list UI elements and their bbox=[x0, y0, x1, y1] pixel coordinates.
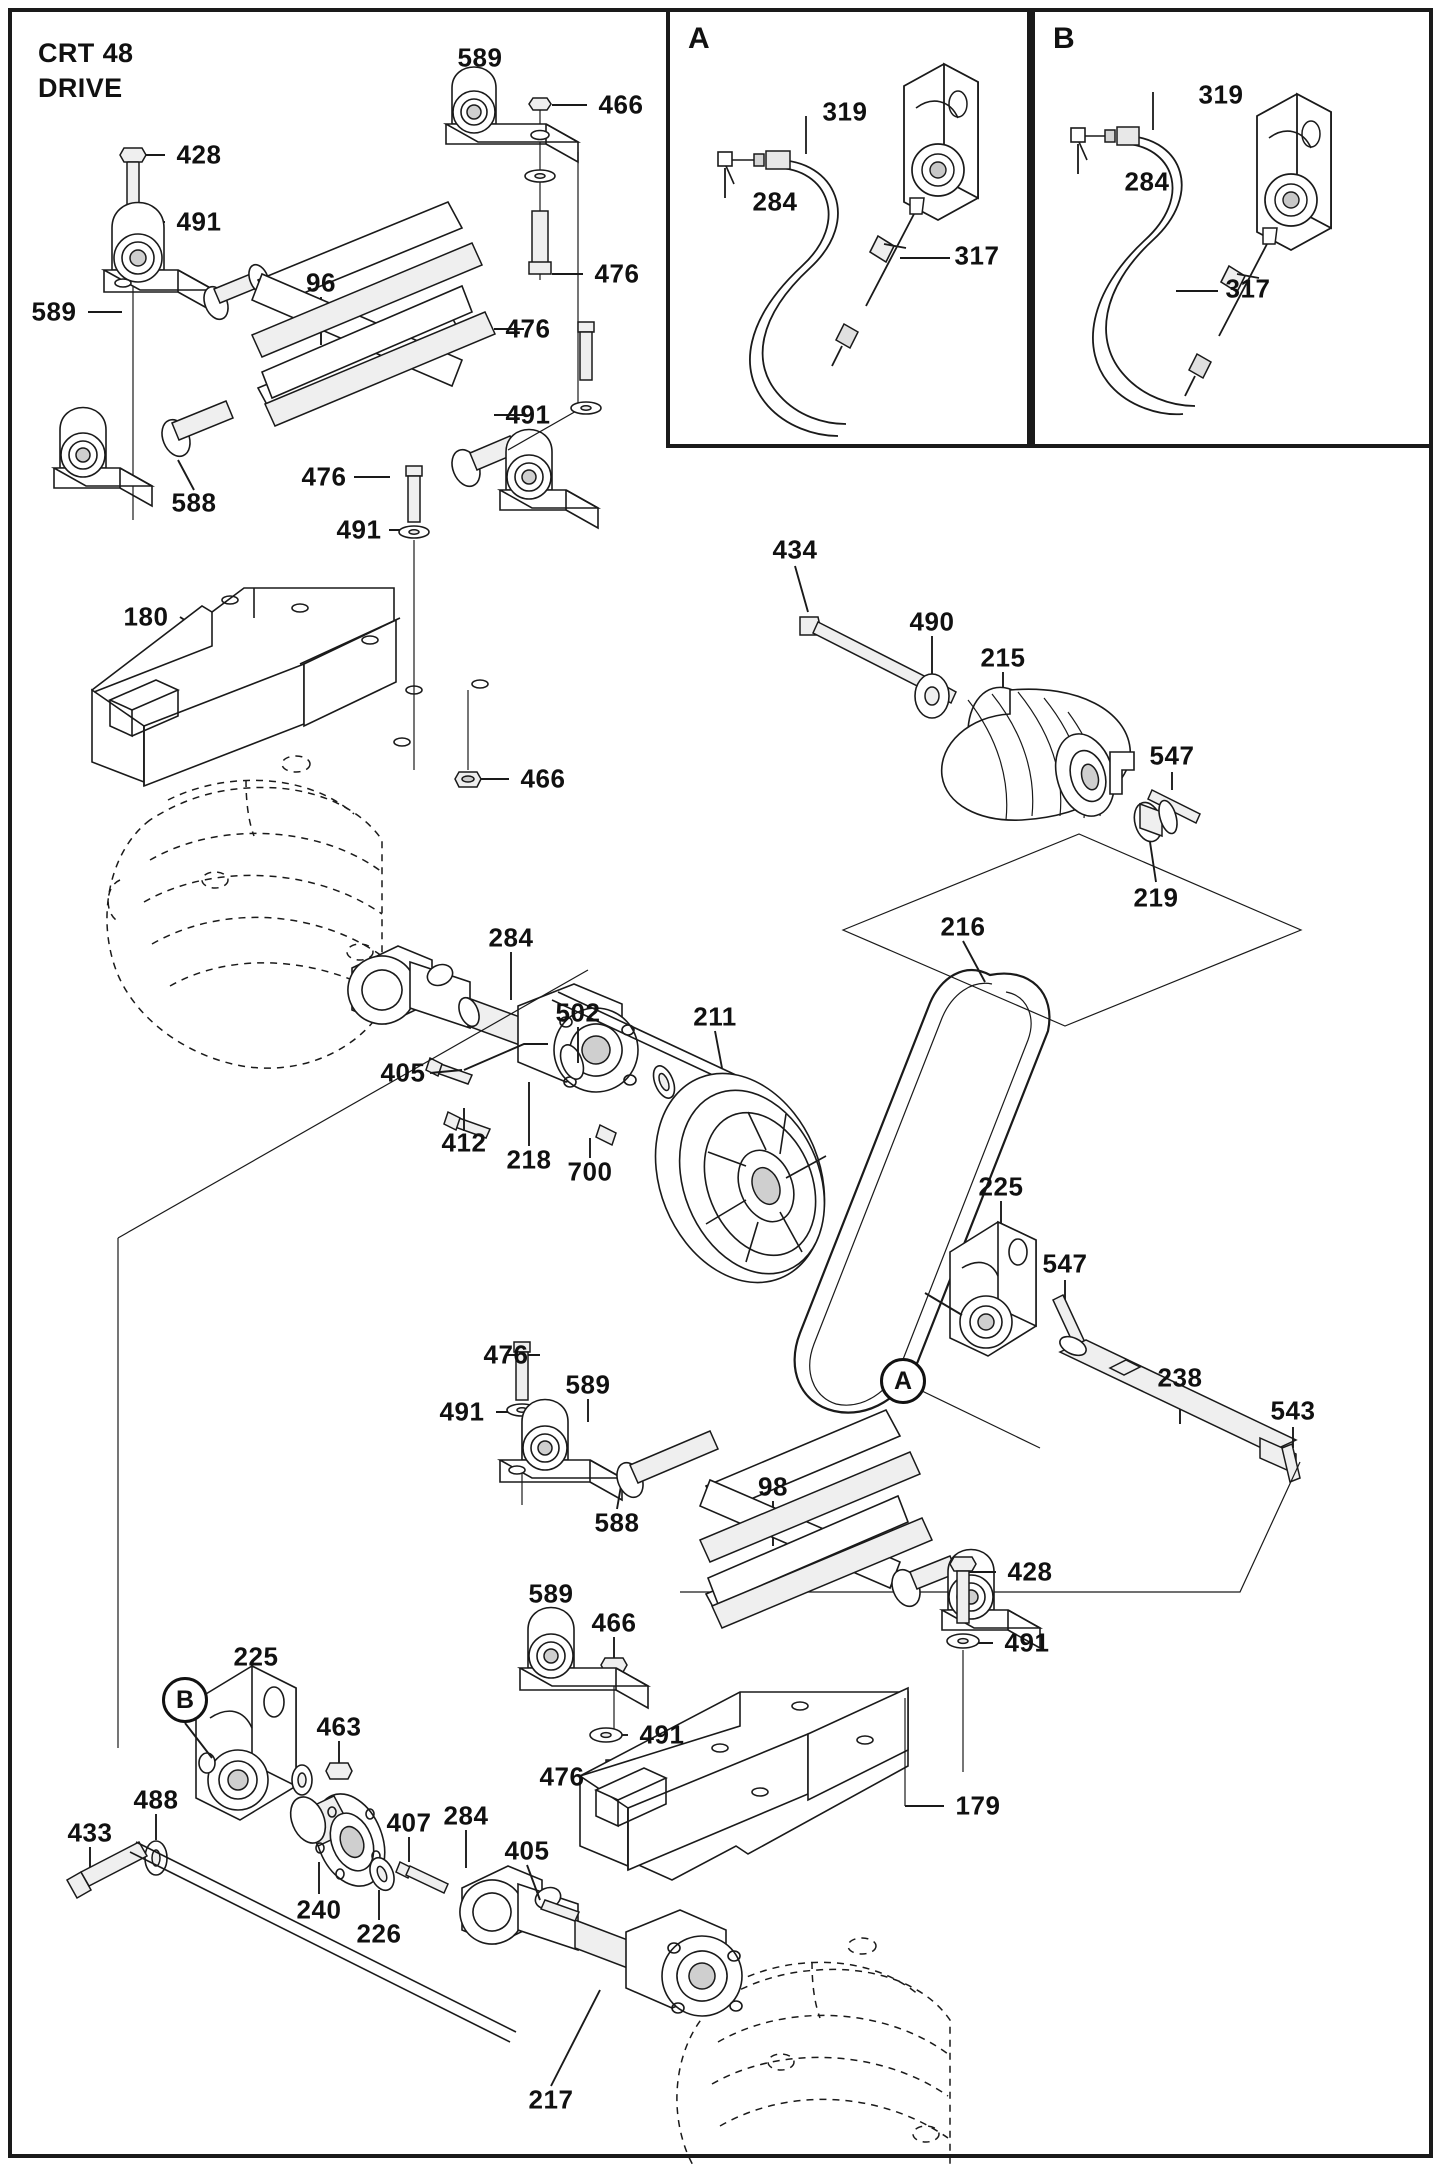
ref-circle-b: B bbox=[162, 1677, 208, 1723]
callout-476b: 476 bbox=[505, 313, 551, 344]
callout-491d: 491 bbox=[439, 1396, 485, 1427]
callout-98: 98 bbox=[758, 1471, 788, 1502]
callout-490: 490 bbox=[909, 606, 955, 637]
callout-491: 491 bbox=[176, 206, 222, 237]
callout-543: 543 bbox=[1270, 1395, 1316, 1426]
callout-589b: 589 bbox=[457, 42, 503, 73]
inset-a-letter: A bbox=[688, 22, 711, 55]
inset-b-callout-319: 319 bbox=[1198, 79, 1244, 110]
callout-466b: 466 bbox=[520, 763, 566, 794]
callout-466c: 466 bbox=[591, 1607, 637, 1638]
callout-434: 434 bbox=[772, 534, 818, 565]
inset-a-callout-319: 319 bbox=[822, 96, 868, 127]
callout-284b: 284 bbox=[443, 1800, 489, 1831]
callout-433: 433 bbox=[67, 1817, 113, 1848]
callout-502: 502 bbox=[555, 997, 601, 1028]
inset-b-callout-317: 317 bbox=[1225, 273, 1271, 304]
callout-589: 589 bbox=[31, 296, 77, 327]
inset-b-callout-284: 284 bbox=[1124, 166, 1170, 197]
callout-240: 240 bbox=[296, 1894, 342, 1925]
callout-226: 226 bbox=[356, 1918, 402, 1949]
callout-218: 218 bbox=[506, 1144, 552, 1175]
callout-225b: 225 bbox=[233, 1641, 279, 1672]
inset-b-317-leader bbox=[1176, 290, 1218, 292]
inset-b-letter: B bbox=[1053, 22, 1076, 55]
callout-547: 547 bbox=[1149, 740, 1195, 771]
detail-inset-b: B bbox=[1031, 8, 1433, 448]
callout-463: 463 bbox=[316, 1711, 362, 1742]
callout-428: 428 bbox=[176, 139, 222, 170]
inset-a-317-leader bbox=[900, 257, 950, 259]
callout-412: 412 bbox=[441, 1127, 487, 1158]
callout-588b: 588 bbox=[594, 1507, 640, 1538]
callout-476e: 476 bbox=[539, 1761, 585, 1792]
callout-589c: 589 bbox=[565, 1369, 611, 1400]
callout-179: 179 bbox=[955, 1790, 1001, 1821]
callout-407: 407 bbox=[386, 1807, 432, 1838]
callout-588: 588 bbox=[171, 487, 217, 518]
callout-476d: 476 bbox=[483, 1339, 529, 1370]
callout-405b: 405 bbox=[504, 1835, 550, 1866]
callout-476c: 476 bbox=[301, 461, 347, 492]
callout-700: 700 bbox=[567, 1156, 613, 1187]
inset-b-artwork bbox=[1070, 92, 1332, 416]
callout-96: 96 bbox=[306, 267, 336, 298]
callout-491f: 491 bbox=[639, 1719, 685, 1750]
callout-405: 405 bbox=[380, 1057, 426, 1088]
callout-476: 476 bbox=[594, 258, 640, 289]
inset-a-callout-317: 317 bbox=[954, 240, 1000, 271]
callout-219: 219 bbox=[1133, 882, 1179, 913]
callout-466: 466 bbox=[598, 89, 644, 120]
callout-547b: 547 bbox=[1042, 1248, 1088, 1279]
page-title: CRT 48 DRIVE bbox=[38, 38, 134, 103]
callout-217: 217 bbox=[528, 2084, 574, 2115]
callout-491b: 491 bbox=[505, 399, 551, 430]
callout-491c: 491 bbox=[336, 514, 382, 545]
callout-180: 180 bbox=[123, 601, 169, 632]
inset-a-artwork bbox=[717, 62, 979, 437]
callout-284: 284 bbox=[488, 922, 534, 953]
callout-589d: 589 bbox=[528, 1578, 574, 1609]
callout-216: 216 bbox=[940, 911, 986, 942]
callout-211: 211 bbox=[693, 1001, 737, 1032]
ref-circle-a: A bbox=[880, 1358, 926, 1404]
callout-238: 238 bbox=[1157, 1362, 1203, 1393]
callout-225: 225 bbox=[978, 1171, 1024, 1202]
callout-491e: 491 bbox=[1004, 1627, 1050, 1658]
inset-a-callout-284: 284 bbox=[752, 186, 798, 217]
callout-428b: 428 bbox=[1007, 1556, 1053, 1587]
callout-215: 215 bbox=[980, 642, 1026, 673]
callout-488: 488 bbox=[133, 1784, 179, 1815]
